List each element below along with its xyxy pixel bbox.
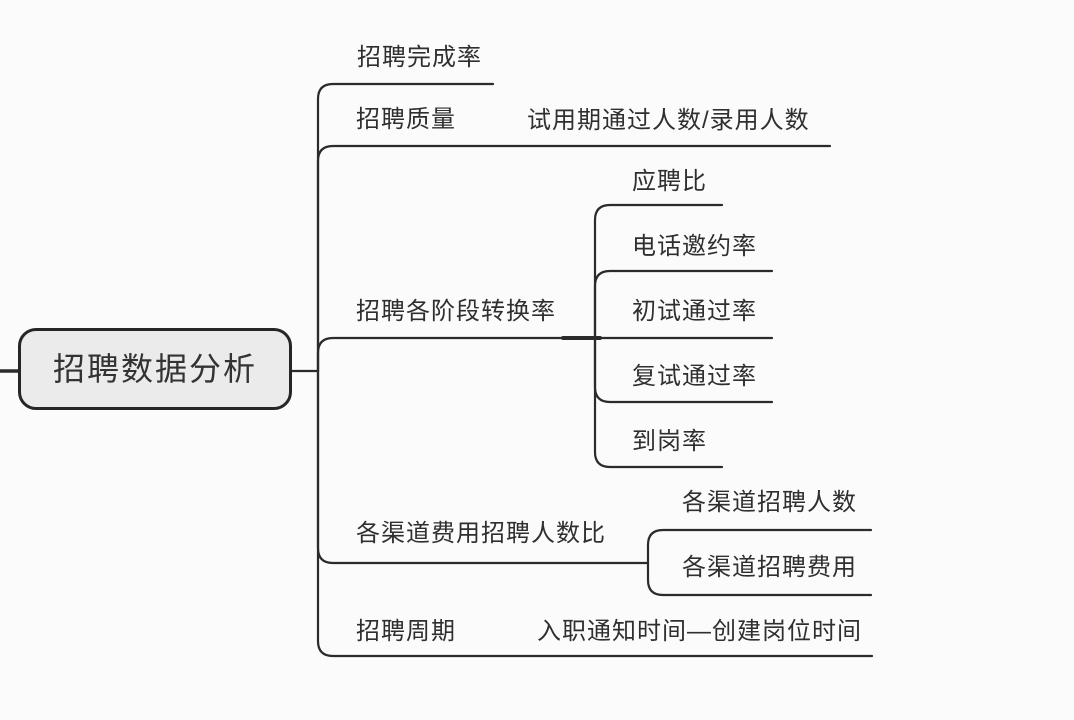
node-recruit-cycle[interactable]: 招聘周期 — [356, 618, 456, 645]
root-node-label: 招聘数据分析 — [52, 351, 257, 387]
branch-line — [316, 369, 874, 658]
child-branch-line — [593, 203, 724, 340]
branch-line — [316, 82, 495, 373]
node-recruit-quality-formula[interactable]: 试用期通过人数/录用人数 — [527, 107, 810, 134]
node-first-interview-pass-rate[interactable]: 初试通过率 — [632, 298, 757, 325]
node-phone-invite-rate[interactable]: 电话邀约率 — [632, 233, 757, 260]
node-recruit-completion-rate[interactable]: 招聘完成率 — [357, 44, 482, 71]
node-channel-hire-count[interactable]: 各渠道招聘人数 — [682, 489, 857, 516]
node-recruit-cycle-formula[interactable]: 入职通知时间—创建岗位时间 — [537, 618, 862, 645]
root-node[interactable]: 招聘数据分析 — [18, 328, 292, 410]
node-recruit-quality[interactable]: 招聘质量 — [356, 106, 456, 133]
node-second-interview-pass-rate[interactable]: 复试通过率 — [632, 363, 757, 390]
node-channel-hire-cost[interactable]: 各渠道招聘费用 — [682, 554, 857, 581]
node-channel-cost-per-hire-ratio[interactable]: 各渠道费用招聘人数比 — [356, 520, 606, 547]
child-bracket-line — [646, 528, 873, 597]
node-stage-conversion-rate[interactable]: 招聘各阶段转换率 — [356, 298, 556, 325]
branch-line — [316, 336, 597, 373]
node-onboarding-rate[interactable]: 到岗率 — [632, 428, 707, 455]
node-application-ratio[interactable]: 应聘比 — [632, 168, 707, 195]
child-branch-line — [593, 269, 774, 340]
branch-line — [316, 144, 832, 373]
child-branch-line — [593, 336, 724, 469]
